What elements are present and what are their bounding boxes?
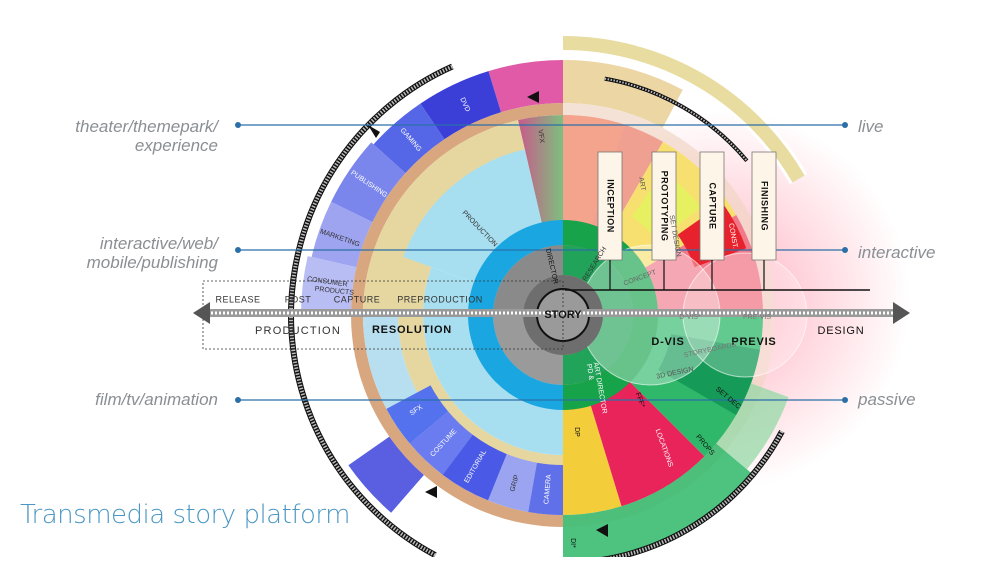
label-const: CONST. (727, 223, 738, 250)
ring-green-inner (563, 220, 658, 410)
axis-phase-3: PREPRODUCTION (397, 294, 483, 304)
wheel-axes (193, 91, 910, 537)
stage-label-2: CAPTURE (708, 182, 718, 229)
sector-set-dec-outer (658, 334, 760, 415)
label-grip: GRIP (509, 474, 521, 493)
outer-arrow-left-dash (289, 64, 454, 557)
stage-label-0: INCEPTION (606, 179, 616, 233)
stage-box-3 (751, 151, 777, 261)
ring-director-low (493, 315, 563, 385)
sector-consumer-products (301, 256, 357, 315)
sector-editorial (442, 434, 507, 501)
sector-props-outer (716, 383, 789, 470)
left-label-interactive: interactive/web/ mobile/publishing (86, 234, 218, 272)
sector-research-outer (563, 115, 625, 225)
label-dp: DP (573, 427, 580, 437)
outer-arrow-right-track (562, 36, 805, 183)
right-label-passive: passive (858, 390, 916, 409)
page-title: Transmedia story platform (20, 500, 350, 530)
sector-top-right-tan (563, 60, 683, 128)
outer-arrow-top-right-dash (604, 77, 748, 162)
axis-phase-2: CAPTURE (334, 294, 381, 304)
line-live-dot-right (842, 122, 848, 128)
label-dvis-star: D-VIS* (679, 314, 701, 321)
arrow-head-bottom-left (425, 486, 437, 498)
sector-marketing (311, 201, 373, 268)
axis-resolution: RESOLUTION (372, 324, 452, 336)
arrow-head-bottom-right (596, 524, 608, 537)
right-label-live: live (858, 117, 884, 136)
label-di: DI* (569, 538, 576, 548)
stage-label-3: FINISHING (760, 181, 770, 231)
label-fff: FFF* (634, 392, 646, 409)
stage-box-0 (597, 151, 623, 261)
axis-previs: PREVIS (731, 336, 776, 348)
line-passive-dot-left (235, 397, 241, 403)
line-live-dot-left (235, 122, 241, 128)
sector-gaming (373, 103, 445, 174)
sector-costume (409, 411, 473, 475)
axis-arrow-right (893, 302, 910, 324)
left-label-film: film/tv/animation (95, 390, 218, 409)
axis-phase-1: POST (285, 294, 312, 304)
line-interactive-dot-left (235, 247, 241, 253)
outer-arrow-right-bottom-dash (571, 430, 784, 562)
axis-phase-0: RELEASE (215, 294, 260, 304)
label-camera: CAMERA (543, 474, 553, 505)
stage-label-1: PROTOTYPING (660, 171, 670, 242)
axis-arrow-left (193, 302, 210, 324)
axis-dvis: D-VIS (651, 336, 684, 348)
label-pd: PD & (585, 363, 595, 381)
story-label: STORY (544, 309, 582, 321)
sector-dvd-top (488, 60, 563, 113)
label-previs-small: PRE-VIS (743, 314, 771, 321)
label-vfx: VFX (536, 129, 545, 144)
axis-production: PRODUCTION (255, 325, 341, 337)
label-products: PRODUCTS (314, 286, 354, 297)
ring-director (493, 245, 563, 315)
line-passive-dot-right (842, 397, 848, 403)
stage-box-1 (651, 151, 677, 261)
right-label-interactive: interactive (858, 243, 936, 262)
line-interactive-dot-right (842, 247, 848, 253)
stage-box-2 (699, 151, 725, 261)
sector-grip (488, 454, 537, 512)
sector-green-outer (563, 443, 755, 562)
arrow-head-top (527, 91, 539, 103)
left-label-theater: theater/themepark/ experience (75, 117, 218, 155)
arrow-head-top-left (368, 125, 380, 138)
ring-green-core (563, 245, 633, 385)
sector-dvd (420, 71, 502, 140)
ring-blue-inner-left (468, 220, 563, 410)
axis-design: DESIGN (818, 325, 865, 337)
sector-film-outer (348, 436, 424, 513)
sector-publishing (331, 142, 406, 223)
label-art: ART (637, 177, 646, 193)
sector-camera (528, 462, 563, 515)
